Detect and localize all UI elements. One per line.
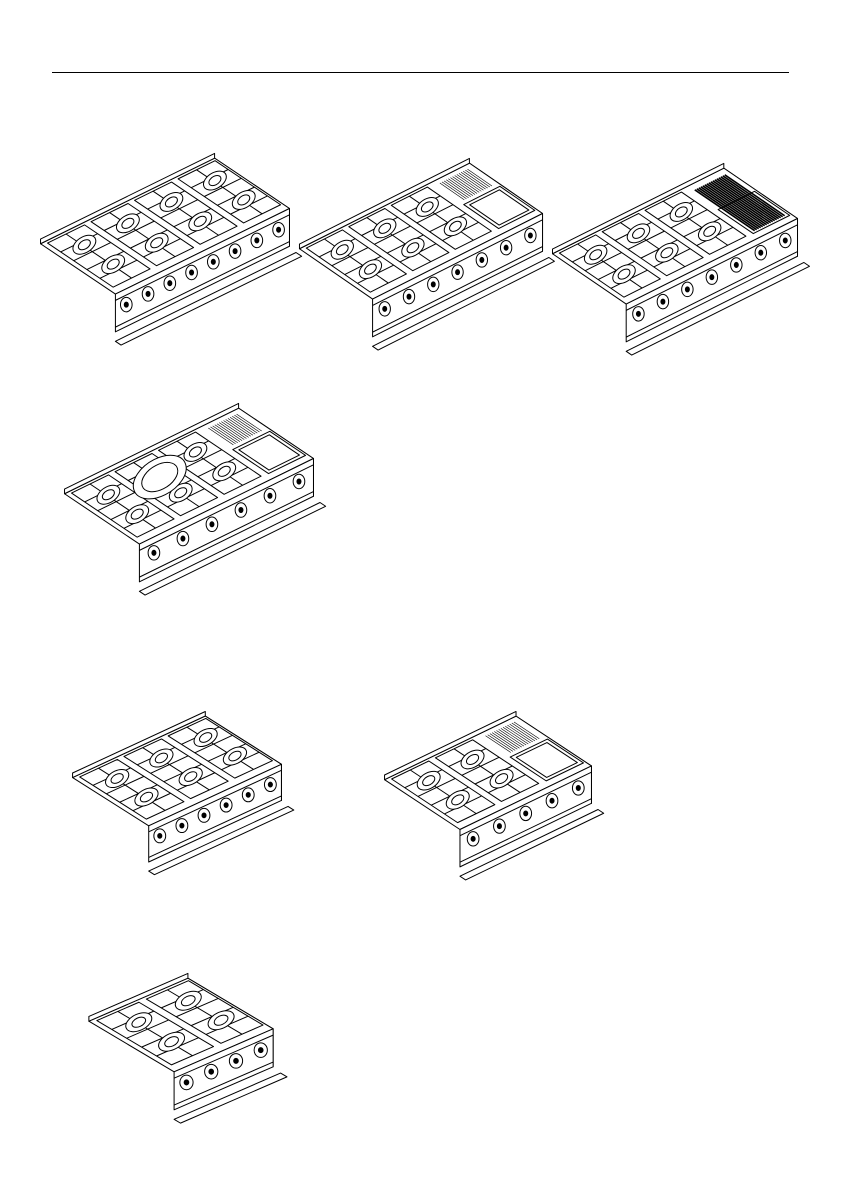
rangetop-drawing [297, 160, 545, 340]
knob-center-icon [685, 287, 689, 292]
rangetop-body [299, 158, 554, 350]
knob-center-icon [158, 833, 162, 838]
knob-center-icon [239, 508, 243, 513]
knob-center-icon [636, 311, 640, 316]
knob-center-icon [211, 259, 215, 264]
knob-center-icon [407, 294, 411, 299]
rangetop-6-burner-36-illustration [70, 713, 284, 865]
knob-center-icon [480, 257, 484, 262]
knob-center-icon [383, 306, 387, 311]
knob-center-icon [224, 803, 228, 808]
rangetop-drawing [86, 975, 276, 1113]
knob-center-icon [209, 1069, 214, 1074]
knob-center-icon [184, 1080, 189, 1085]
knob-center-icon [277, 227, 281, 232]
knob-center-icon [190, 270, 194, 275]
rangetop-body [65, 403, 326, 595]
rangetop-4-burner-30-illustration [86, 975, 276, 1113]
knob-center-icon [471, 836, 475, 841]
rangetop-6-burner-griddle-illustration [297, 160, 545, 340]
knob-center-icon [268, 493, 272, 498]
knob-center-icon [234, 1058, 239, 1063]
knob-center-icon [268, 782, 272, 787]
knob-center-icon [661, 299, 665, 304]
knob-center-icon [146, 291, 150, 296]
rangetop-wok-griddle-illustration [62, 405, 316, 585]
knob-center-icon [550, 798, 554, 803]
knob-center-icon [759, 250, 763, 255]
knob-center-icon [168, 281, 172, 286]
rangetop-body [73, 711, 294, 874]
rangetop-drawing [550, 165, 800, 345]
rangetop-body [41, 153, 302, 345]
rangetop-6-burner-grill-illustration [550, 165, 800, 345]
knob-center-icon [233, 249, 237, 254]
knob-center-icon [528, 233, 532, 238]
knob-center-icon [246, 792, 250, 797]
knob-center-icon [497, 824, 501, 829]
knob-center-icon [783, 238, 787, 243]
knob-center-icon [152, 550, 156, 555]
knob-center-icon [202, 813, 206, 818]
rangetop-drawing [382, 713, 594, 870]
knob-center-icon [180, 823, 184, 828]
rangetop-body [552, 163, 809, 355]
knob-center-icon [504, 245, 508, 250]
rangetop-drawing [38, 155, 292, 335]
rangetop-body [385, 711, 604, 880]
knob-center-icon [524, 811, 528, 816]
rangetop-drawing [70, 713, 284, 865]
knob-center-icon [297, 479, 301, 484]
knob-center-icon [456, 270, 460, 275]
rangetop-4-burner-griddle-36-illustration [382, 713, 594, 870]
knob-center-icon [210, 522, 214, 527]
rangetop-drawing [62, 405, 316, 585]
header-rule [52, 72, 789, 73]
knob-center-icon [710, 275, 714, 280]
rangetop-8-burner-illustration [38, 155, 292, 335]
knob-center-icon [734, 262, 738, 267]
knob-center-icon [431, 282, 435, 287]
knob-center-icon [124, 302, 128, 307]
knob-center-icon [255, 238, 259, 243]
knob-center-icon [576, 786, 580, 791]
knob-center-icon [181, 536, 185, 541]
rangetop-body [89, 973, 287, 1123]
knob-center-icon [258, 1048, 263, 1053]
